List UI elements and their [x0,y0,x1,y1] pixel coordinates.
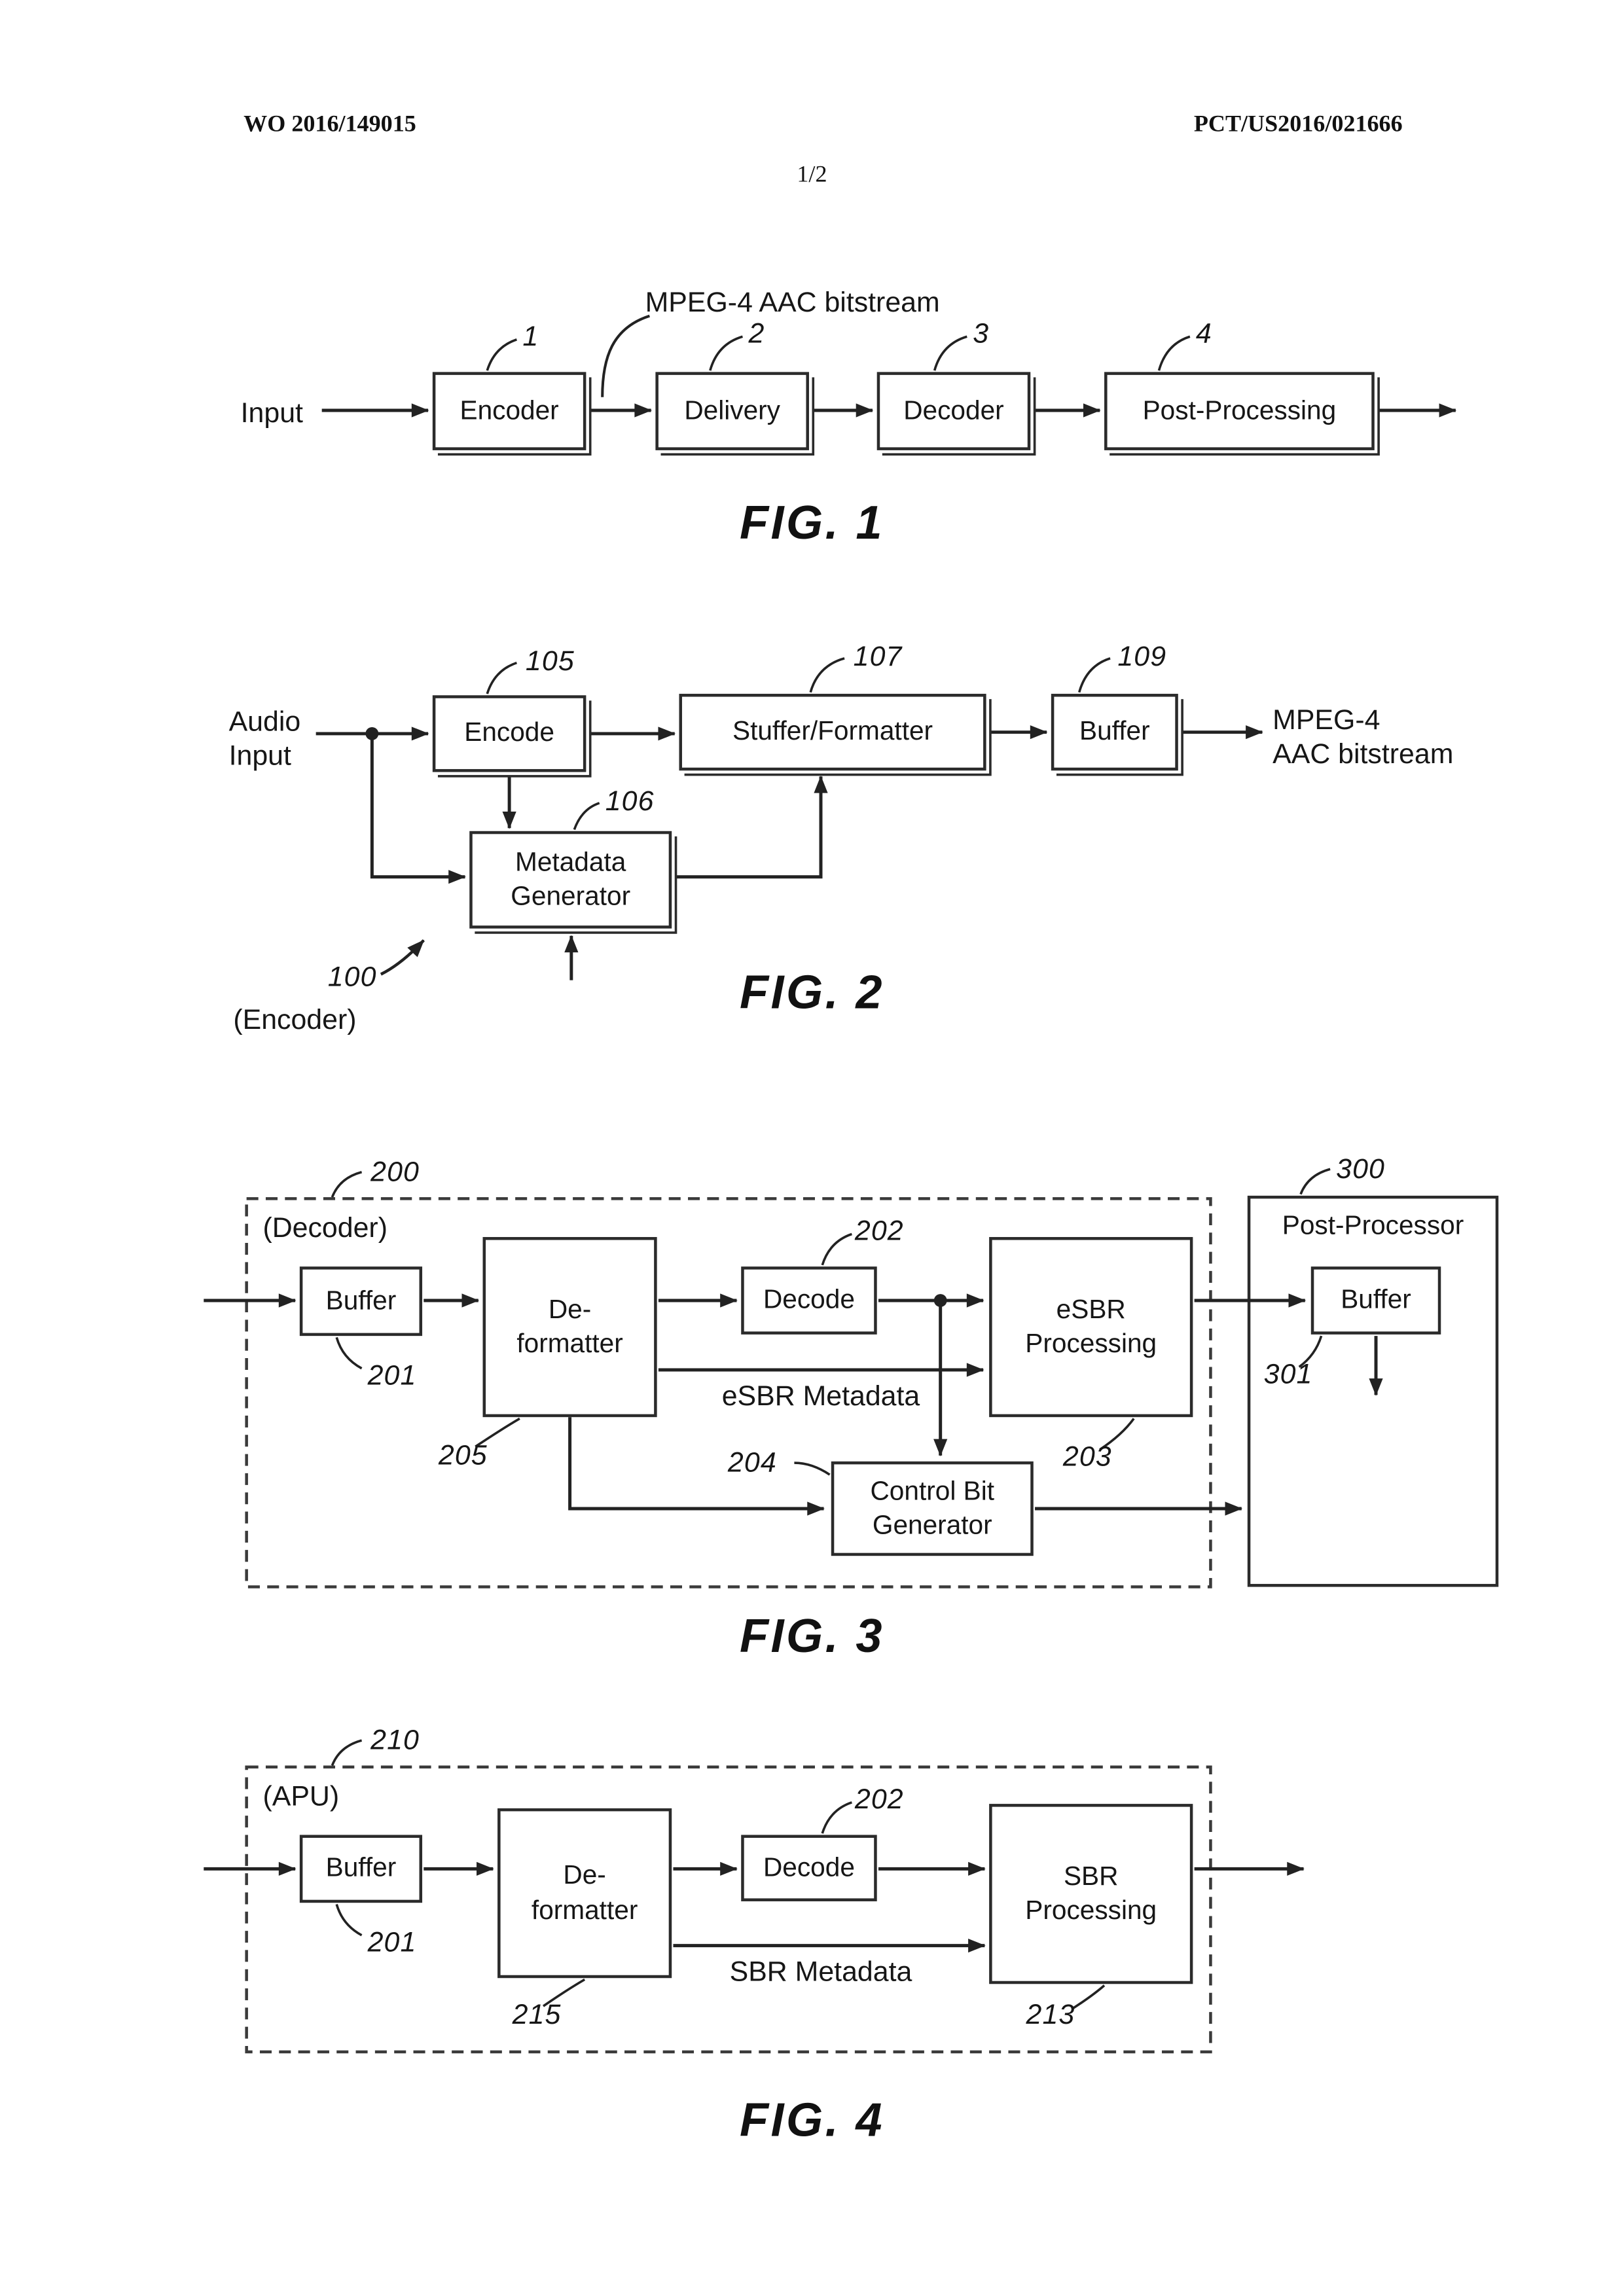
apu-buffer-block: Buffer [299,1835,423,1903]
fig1-input-label: Input [240,398,303,430]
esbr-metadata-label: eSBR Metadata [721,1382,920,1413]
buffer-ref-numeral: 109 [1117,642,1167,673]
apu-system-ref-numeral: 210 [370,1725,420,1757]
fig2-caption: FIG. 2 [740,965,884,1019]
apu-decode-ref-numeral: 202 [854,1784,904,1816]
deformatter-ref-numeral: 205 [438,1441,488,1472]
stuffer-formatter-block: Stuffer/Formatter [679,694,986,771]
decoder-block: Decoder [876,372,1031,450]
decode-ref-numeral: 202 [854,1216,904,1247]
fig2-output-label: MPEG-4 AAC bitstream [1272,706,1454,771]
encode-block: Encode [432,695,586,772]
decoder-system-name-label: (Decoder) [262,1213,388,1245]
encoder-system-ref-numeral: 100 [327,962,377,994]
decoder-buffer-ref-numeral: 201 [367,1361,417,1392]
apu-dashed-boundary [245,1765,1212,2054]
post-processor-buffer-ref-numeral: 301 [1263,1359,1313,1391]
header-publication-number: WO 2016/149015 [244,112,416,137]
apu-deformatter-block: De- formatter [497,1808,672,1979]
sbr-metadata-label: SBR Metadata [729,1957,912,1989]
esbr-processing-ref-numeral: 203 [1062,1442,1112,1473]
header-application-number: PCT/US2016/021666 [1193,112,1403,137]
metadata-generator-block: Metadata Generator [469,831,672,929]
fig3-caption: FIG. 3 [740,1609,884,1662]
post-processor-ref-numeral: 300 [1336,1154,1386,1186]
fig2-audio-input-label: Audio Input [228,707,301,772]
encoder-system-name-label: (Encoder) [233,1005,357,1037]
sheet-number: 1/2 [797,162,827,188]
fig4-connectors [204,1739,1305,2054]
fig1-connectors [321,314,1457,418]
decode-block: Decode [741,1266,877,1335]
buffer-block: Buffer [1051,694,1178,771]
metadata-generator-ref-numeral: 106 [605,787,655,818]
post-processing-ref-numeral: 4 [1195,319,1212,350]
fig3-connectors [204,1168,1383,1588]
encoder-ref-numeral: 1 [522,321,539,353]
apu-decode-block: Decode [741,1835,877,1901]
decoder-ref-numeral: 3 [973,319,990,350]
fig1-caption: FIG. 1 [740,495,884,550]
sbr-processing-block: SBR Processing [989,1804,1193,1984]
deformatter-block: De- formatter [482,1237,657,1418]
decoder-dashed-boundary [245,1197,1212,1588]
post-processor-buffer-block: Buffer [1310,1266,1441,1335]
sbr-processing-ref-numeral: 213 [1026,2000,1075,2032]
decoder-system-ref-numeral: 200 [370,1157,420,1189]
stuffer-formatter-ref-numeral: 107 [853,642,903,673]
delivery-ref-numeral: 2 [748,319,765,350]
control-bit-generator-ref-numeral: 204 [727,1448,777,1479]
post-processing-block: Post-Processing [1104,372,1375,450]
encoder-block: Encoder [432,372,586,450]
apu-buffer-ref-numeral: 201 [367,1928,417,1959]
delivery-block: Delivery [655,372,809,450]
encode-ref-numeral: 105 [525,646,575,678]
fig1-bitstream-label: MPEG-4 AAC bitstream [645,287,940,319]
esbr-processing-block: eSBR Processing [989,1237,1193,1418]
control-bit-generator-block: Control Bit Generator [831,1461,1034,1556]
fig2-connectors [316,657,1263,980]
post-processor-label: Post-Processor [1282,1210,1464,1240]
decoder-buffer-block: Buffer [299,1266,423,1336]
apu-system-name-label: (APU) [262,1782,340,1813]
apu-deformatter-ref-numeral: 215 [512,2000,562,2032]
fig4-caption: FIG. 4 [740,2093,884,2147]
